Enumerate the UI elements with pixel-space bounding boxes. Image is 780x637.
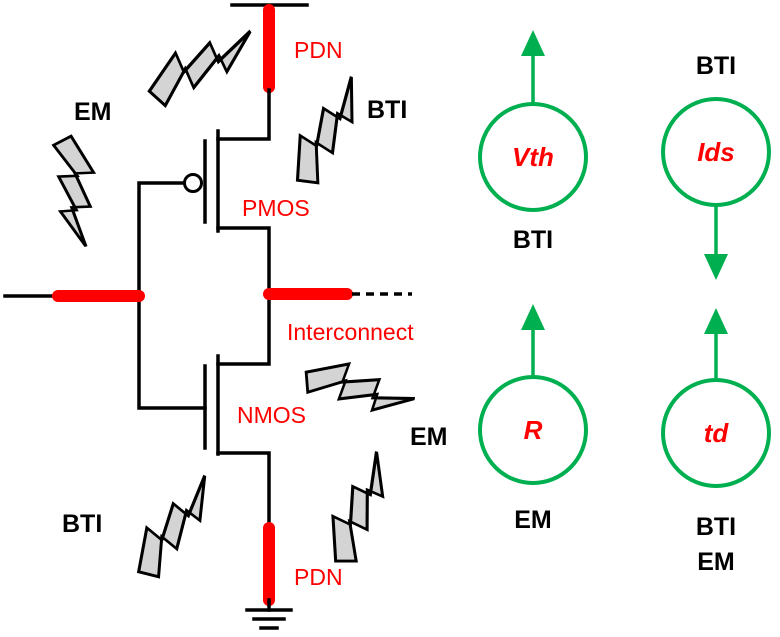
pmos-gate-bubble: [183, 173, 203, 193]
pmos-label: PMOS: [242, 195, 310, 221]
lightning-bolt-icon: [306, 450, 419, 573]
vth-cause: BTI: [513, 226, 553, 254]
nmos-drain-wire: [216, 292, 271, 366]
nmos-source-wire: [216, 451, 271, 530]
interconnect-label: Interconnect: [287, 319, 414, 345]
td-effect: td BTI EM: [661, 308, 771, 576]
r-param: R: [524, 415, 543, 445]
bti-top-label: BTI: [367, 96, 407, 124]
ids-effect: BTI Ids: [661, 52, 771, 280]
ids-cause: BTI: [696, 52, 736, 80]
lightning-bolt-icon: [115, 474, 238, 587]
r-effect: R EM: [478, 304, 588, 534]
r-circle: [478, 375, 588, 485]
vth-circle: [478, 102, 588, 212]
lightning-bolt-icon: [271, 75, 390, 194]
vth-param: Vth: [512, 142, 554, 172]
em-left-label: EM: [74, 98, 112, 126]
lightning-bolt-icon: [139, 29, 264, 110]
td-circle: [661, 378, 771, 488]
pdn-bottom-label: PDN: [294, 564, 343, 590]
ground-symbol: [245, 598, 293, 630]
nmos-label: NMOS: [237, 402, 306, 428]
pmos-source-wire: [216, 88, 271, 141]
gate-input-wire: [137, 181, 207, 410]
lightning-bolt-icon: [295, 340, 417, 444]
lightning-bolt-icon: [35, 131, 106, 249]
pmos-drain-wire: [216, 226, 271, 296]
td-cause-line1: BTI: [696, 513, 736, 541]
inverter-circuit: [3, 3, 412, 630]
r-cause: EM: [514, 506, 552, 534]
td-param: td: [704, 418, 730, 448]
pdn-top-label: PDN: [294, 37, 343, 63]
td-cause-line2: EM: [697, 548, 735, 576]
bti-bottom-label: BTI: [62, 510, 102, 538]
em-right-label: EM: [410, 423, 448, 451]
vth-effect: Vth BTI: [478, 30, 588, 254]
ids-param: Ids: [697, 137, 735, 167]
